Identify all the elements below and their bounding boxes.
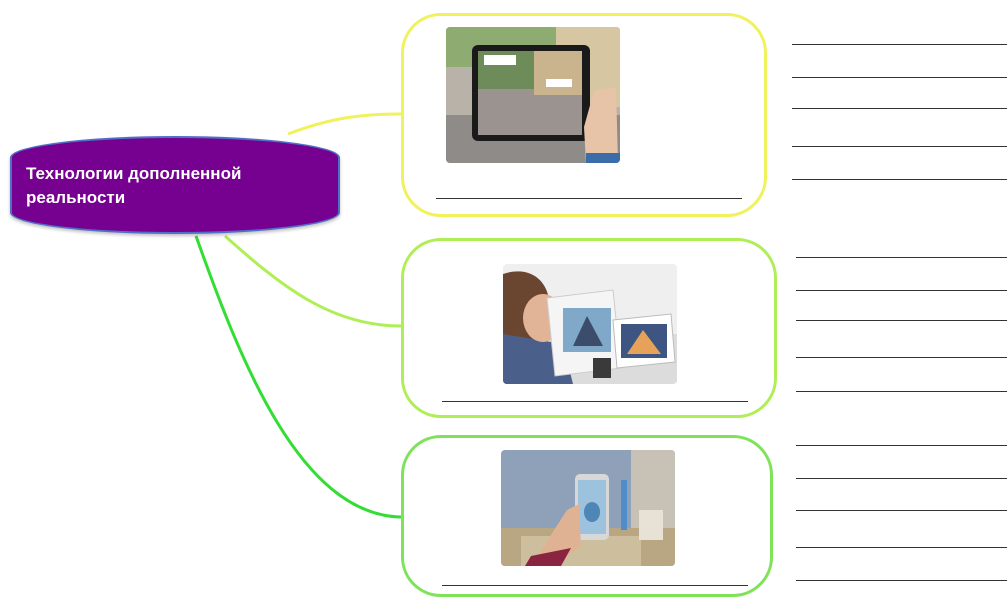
connector-1: [287, 112, 402, 136]
tablet-ar-street-view-photo: [446, 27, 620, 163]
side-answer-line: [796, 478, 1007, 479]
side-answer-line: [796, 580, 1007, 581]
side-answer-line: [792, 44, 1007, 45]
smartphone-ar-room-photo: [501, 450, 675, 566]
card-1-answer-line: [436, 198, 742, 199]
side-answer-line: [796, 257, 1007, 258]
branch-card-1: [401, 13, 767, 217]
side-answer-line: [796, 445, 1007, 446]
side-answer-line: [796, 290, 1007, 291]
central-topic-node: Технологии дополненной реальности: [10, 136, 340, 234]
branch-card-3: [401, 435, 773, 597]
child-with-ar-book-tablet-photo: [503, 264, 677, 384]
side-answer-line: [792, 77, 1007, 78]
card-3-answer-line: [442, 585, 748, 586]
central-topic-text: Технологии дополненной реальности: [26, 164, 242, 207]
connector-3: [194, 235, 402, 519]
side-answer-line: [796, 510, 1007, 511]
card-2-answer-line: [442, 401, 748, 402]
side-answer-line: [796, 357, 1007, 358]
side-answer-line: [796, 391, 1007, 392]
connector-2: [224, 234, 402, 328]
branch-card-2: [401, 238, 777, 418]
side-answer-line: [792, 146, 1007, 147]
side-answer-line: [792, 179, 1007, 180]
side-answer-line: [792, 108, 1007, 109]
side-answer-line: [796, 320, 1007, 321]
side-answer-line: [796, 547, 1007, 548]
